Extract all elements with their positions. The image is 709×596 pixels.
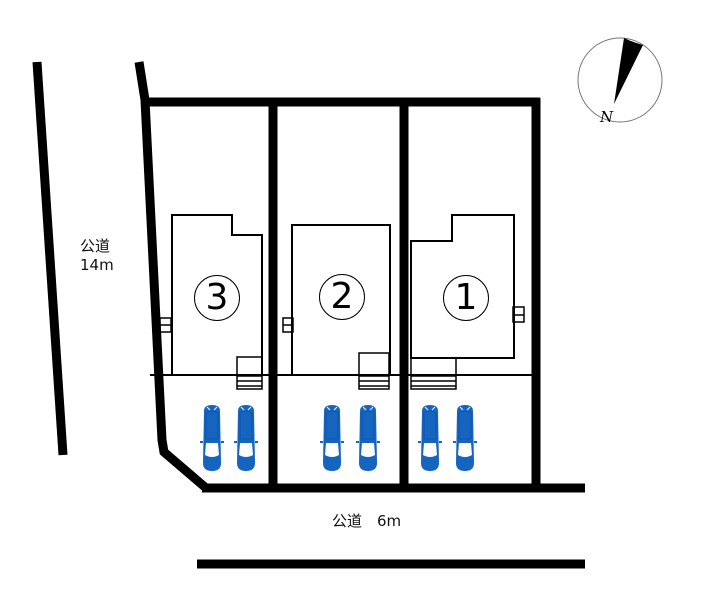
svg-text:N: N xyxy=(599,108,614,126)
steps-lot-1 xyxy=(410,357,457,390)
steps-lot-3 xyxy=(236,356,263,390)
lot-number-2: 2 xyxy=(319,274,365,320)
north-arrow-icon: N xyxy=(577,37,663,126)
house-lot-3 xyxy=(171,214,263,376)
west-road-name: 公道 xyxy=(80,237,111,255)
lot-number-1: 1 xyxy=(443,275,489,321)
car-icon xyxy=(199,404,225,472)
car-icon xyxy=(417,404,443,472)
west-road-edge xyxy=(32,61,68,456)
car-icon xyxy=(452,404,478,472)
site-boundary-west xyxy=(134,61,209,492)
house-lot-2 xyxy=(291,224,391,376)
steps-lot-2 xyxy=(358,352,390,390)
south-road-label: 公道 6m xyxy=(332,512,402,530)
car-icon xyxy=(233,404,259,472)
car-icon xyxy=(355,404,381,472)
car-icon xyxy=(319,404,345,472)
west-road-width: 14m xyxy=(80,256,114,274)
west-road-label: 公道 14m xyxy=(80,237,114,275)
lot-number-3: 3 xyxy=(194,275,240,321)
